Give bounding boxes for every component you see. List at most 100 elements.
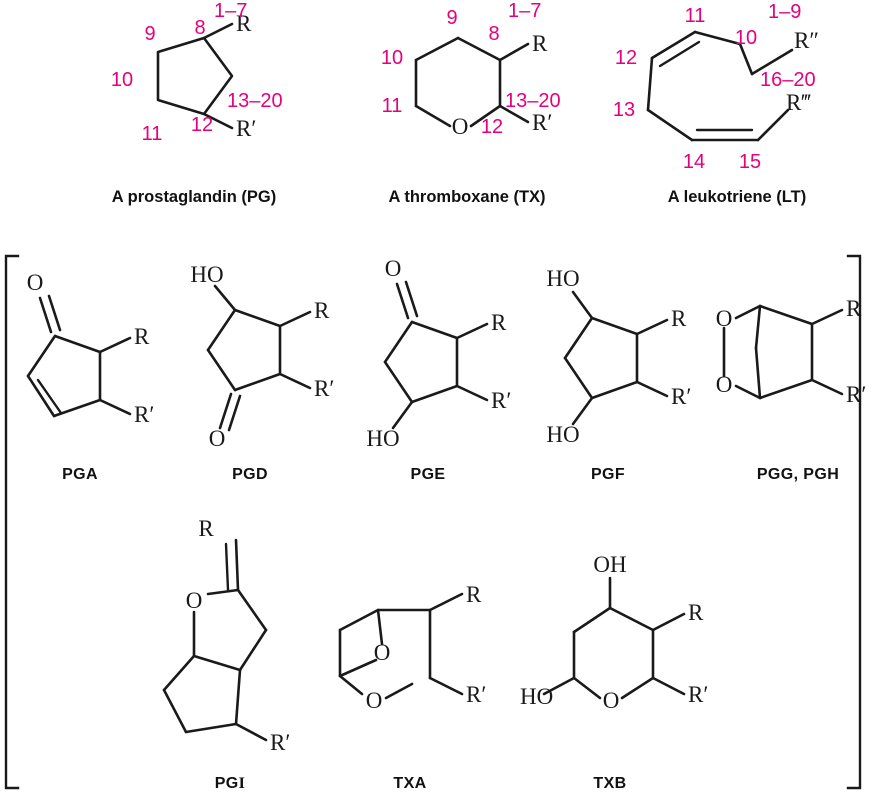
bracket-left — [4, 254, 20, 790]
label-peroxide-oxygen-lower: O — [716, 372, 733, 397]
prostaglandin-ring-bonds — [156, 22, 234, 130]
caption-pgi-prefix: PG — [214, 775, 239, 792]
label-Rprime: R′ — [236, 116, 256, 141]
bond-ring-fusion-right — [238, 628, 268, 672]
label-hydroxyl-top: HO — [546, 266, 579, 291]
number-11: 11 — [382, 95, 403, 117]
bond-to-R — [810, 308, 844, 326]
structure-pgg-pgh: O O R R′ — [700, 270, 870, 450]
label-Rprime: R′ — [688, 682, 708, 707]
bond-to-Rprime — [234, 722, 268, 742]
bond-to-Rprime — [635, 380, 669, 398]
pga-ring-bonds — [26, 294, 132, 418]
bond-c10 — [738, 42, 754, 76]
structure-prostaglandin: R R′ 8 9 10 11 12 1–7 13–20 — [96, 0, 296, 170]
bond-to-R — [278, 310, 312, 328]
bond-to-O-upper — [734, 304, 762, 320]
peroxide-oxygen-labels: O O — [716, 306, 733, 397]
bond-upper-left — [338, 608, 380, 632]
position-numbers: 8 9 10 11 12 1–7 13–20 — [381, 0, 561, 138]
bond-to-Rdouble — [750, 48, 794, 76]
label-ketone-oxygen: O — [385, 256, 402, 281]
structure-pgi: O R R′ — [150, 512, 350, 762]
label-R: R — [314, 298, 330, 323]
label-R: R — [688, 600, 704, 625]
bond-to-HO — [391, 400, 414, 430]
pgi-bicyclic-bonds — [162, 538, 268, 742]
bond-fusion — [192, 654, 242, 672]
bond-top-right — [608, 606, 655, 632]
chain-label-1-9: 1–9 — [768, 1, 801, 23]
number-9: 9 — [144, 23, 155, 45]
pge-ring-bonds — [383, 280, 489, 430]
bond-to-R — [498, 42, 530, 62]
label-R: R — [466, 582, 482, 607]
label-R: R — [198, 516, 214, 541]
label-R-double-prime: R″ — [794, 28, 819, 53]
bond-to-R — [98, 336, 132, 354]
label-R: R — [491, 310, 507, 335]
exocyclic-double-bond-a — [234, 538, 240, 592]
number-14: 14 — [683, 151, 705, 173]
substituent-labels: R R′ — [688, 600, 708, 707]
label-ring-oxygen: O — [186, 588, 203, 613]
cyclopentane-right — [234, 668, 242, 726]
pgd-ring-bonds — [206, 284, 312, 432]
substituent-labels: R R′ — [671, 306, 691, 409]
label-Rprime: R′ — [270, 730, 290, 755]
chain-label-1-7: 1–7 — [214, 0, 247, 22]
label-peroxide-oxygen-upper: O — [716, 306, 733, 331]
bond-to-R — [202, 22, 234, 40]
bond-c-ring — [236, 588, 268, 632]
number-11: 11 — [142, 123, 163, 145]
number-8: 8 — [194, 17, 205, 39]
cyclopentane-left — [162, 654, 196, 692]
label-Rprime: R′ — [491, 388, 511, 413]
substituent-labels: R R′ — [236, 11, 256, 141]
chain-label-13-20: 13–20 — [227, 90, 283, 112]
number-10: 10 — [735, 27, 757, 49]
number-10: 10 — [111, 69, 133, 91]
cyclopentane-bottom — [184, 722, 238, 734]
label-hydroxyl: HO — [190, 262, 223, 287]
structure-pgf: HO HO R R′ — [535, 252, 715, 452]
bond-to-R — [635, 318, 669, 336]
structure-pgd: HO O R R′ — [175, 252, 355, 452]
number-15: 15 — [739, 151, 761, 173]
carbonyl-bond-b — [227, 394, 242, 432]
number-12: 12 — [191, 114, 213, 136]
label-ring-oxygen: O — [452, 114, 469, 139]
caption-pga: PGA — [62, 466, 98, 483]
bond-lower-left — [572, 676, 602, 700]
ring-double-bond-inner — [36, 378, 63, 415]
carbonyl-bond-b — [47, 294, 62, 332]
label-ketone-oxygen: O — [27, 270, 44, 295]
bond-lower-right — [620, 676, 655, 700]
chain-label-16-20: 16–20 — [760, 69, 816, 91]
label-bridge-oxygen: O — [374, 640, 391, 665]
number-8: 8 — [488, 23, 499, 45]
label-ring-oxygen: O — [366, 688, 383, 713]
substituent-labels: R R′ — [134, 324, 154, 427]
bond-to-HO — [542, 676, 576, 696]
bond-to-HO-top — [571, 290, 594, 320]
heteroatom-labels: O HO — [366, 256, 401, 451]
heteroatom-labels: OH HO O — [520, 552, 627, 713]
label-Rprime: R′ — [671, 384, 691, 409]
carbonyl-bond-a — [38, 296, 53, 334]
leukotriene-chain-bonds — [646, 30, 794, 142]
substituent-labels: R R′ — [466, 582, 486, 707]
heteroatom-labels: HO O — [190, 262, 225, 451]
substituent-labels: R R′ — [491, 310, 511, 413]
bond-to-Rprime — [455, 384, 489, 402]
thromboxane-ring-bonds — [414, 36, 530, 128]
bond-top — [758, 304, 814, 326]
bond-to-Rprime — [98, 398, 132, 416]
number-11: 11 — [685, 5, 706, 27]
label-R-triple-prime: R‴ — [786, 90, 811, 115]
caption-txa: TXA — [393, 775, 427, 792]
caption-thromboxane: A thromboxane (TX) — [388, 188, 546, 206]
chain-label-1-7: 1–7 — [508, 0, 541, 22]
label-Rprime: R′ — [466, 682, 486, 707]
bracket-right — [846, 254, 862, 790]
